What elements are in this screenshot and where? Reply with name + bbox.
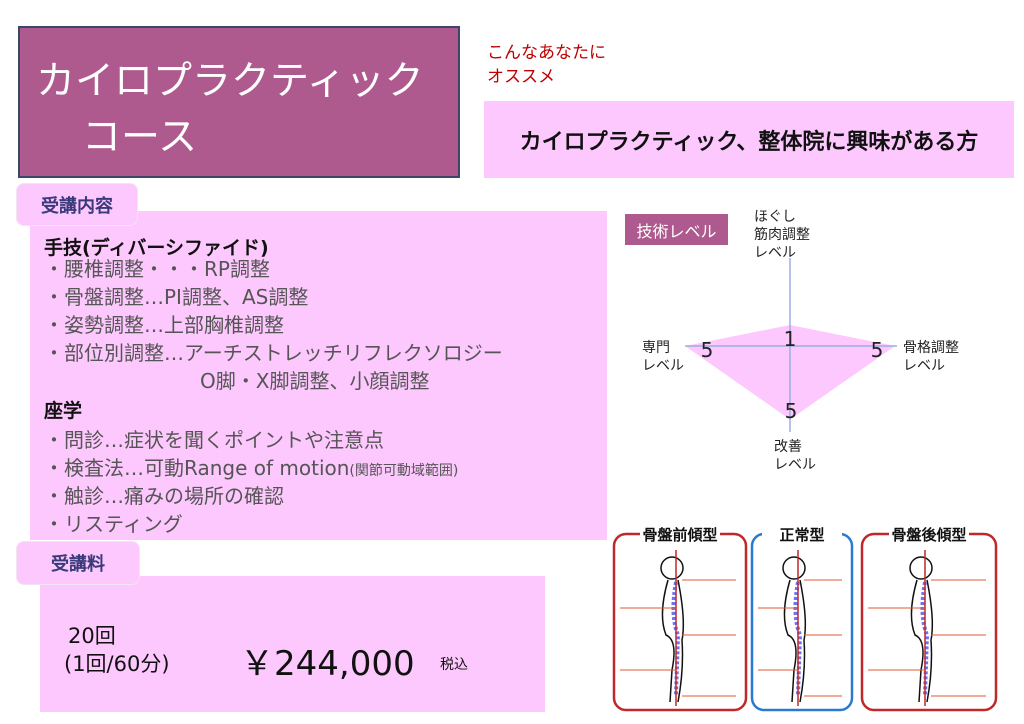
- practical-item: ・姿勢調整…上部胸椎調整: [44, 313, 284, 337]
- theory-item-text: ・検査法…可動Range of motion: [44, 456, 350, 480]
- theory-item: ・触診…痛みの場所の確認: [44, 484, 284, 508]
- radar-value-bottom: 5: [785, 399, 798, 423]
- fee-per-session: (1回/60分): [64, 652, 170, 676]
- content-tab: 受講内容: [16, 183, 138, 226]
- fee-box: [40, 576, 545, 712]
- posture-panel: 骨盤後傾型: [860, 522, 998, 712]
- practical-heading: 手技(ディバーシファイド): [44, 237, 269, 259]
- figure-head-icon: [660, 556, 684, 580]
- figure-head-icon: [909, 556, 933, 580]
- posture-illustration: 骨盤前傾型 正常型 骨盤後傾型: [612, 522, 998, 712]
- theory-item: ・検査法…可動Range of motion(関節可動域範囲): [44, 452, 458, 481]
- figure-head-icon: [782, 556, 806, 580]
- radar-label-left: 専門レベル: [642, 340, 684, 374]
- fee-tab: 受講料: [16, 541, 140, 585]
- target-audience: カイロプラクティック、整体院に興味がある方: [484, 101, 1014, 178]
- posture-panel: 骨盤前傾型: [612, 522, 748, 712]
- recommend-line2: オススメ: [487, 67, 555, 87]
- theory-item: ・リスティング: [44, 512, 183, 536]
- posture-type-label: 正常型: [779, 526, 824, 544]
- practical-item: O脚・X脚調整、小顔調整: [200, 369, 430, 393]
- fee-tax: 税込: [440, 657, 468, 673]
- fee-price: ￥244,000: [240, 644, 415, 684]
- theory-item: ・問診…症状を聞くポイントや注意点: [44, 428, 384, 452]
- posture-type-label: 骨盤前傾型: [642, 526, 717, 544]
- radar-value-left: 5: [701, 338, 714, 362]
- posture-type-label: 骨盤後傾型: [891, 526, 966, 544]
- course-title-line1: カイロプラクティック: [36, 59, 424, 104]
- radar-value-top: 1: [784, 327, 797, 351]
- theory-heading: 座学: [44, 400, 83, 422]
- recommend-line1: こんなあなたに: [487, 43, 606, 63]
- course-title-box: カイロプラクティック コース: [18, 26, 460, 178]
- radar-label-right: 骨格調整レベル: [903, 340, 959, 374]
- skill-tab: 技術レベル: [625, 214, 728, 245]
- posture-panel: 正常型: [750, 522, 854, 712]
- content-box: [30, 211, 607, 540]
- practical-item: ・部位別調整…アーチストレッチリフレクソロジー: [44, 341, 503, 365]
- theory-item-note: (関節可動域範囲): [349, 463, 459, 479]
- radar-label-top: ほぐし筋肉調整レベル: [754, 209, 810, 261]
- radar-value-right: 5: [871, 338, 884, 362]
- fee-sessions: 20回: [68, 624, 116, 648]
- practical-item: ・骨盤調整…PI調整、AS調整: [44, 285, 309, 309]
- course-title-line2: コース: [82, 115, 198, 160]
- practical-item: ・腰椎調整・・・RP調整: [44, 257, 270, 281]
- radar-label-bottom: 改善レベル: [774, 439, 816, 473]
